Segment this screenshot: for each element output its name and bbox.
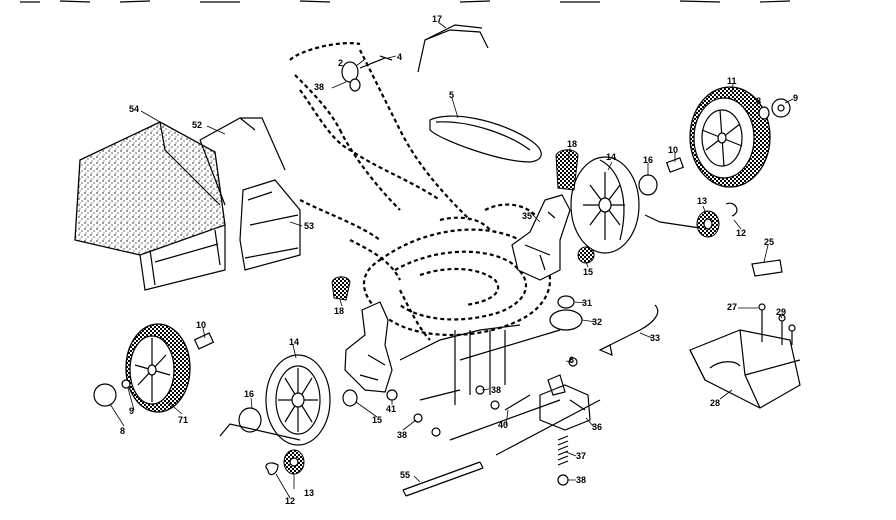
callout-12-left: 12 <box>285 496 295 506</box>
callout-16-right: 16 <box>643 155 653 165</box>
callout-4: 4 <box>397 52 402 62</box>
callout-53: 53 <box>304 221 314 231</box>
washer-set-right <box>758 98 791 120</box>
callout-41: 41 <box>386 404 396 414</box>
axle-parts <box>549 295 659 356</box>
callout-37: 37 <box>576 451 586 461</box>
callout-15-left: 15 <box>372 415 382 425</box>
callout-32: 32 <box>592 317 602 327</box>
callout-18-right: 18 <box>567 139 577 149</box>
callout-29: 29 <box>776 307 786 317</box>
bag-frame <box>199 117 301 271</box>
drive-housing-left <box>331 276 398 401</box>
control-bail <box>341 55 393 92</box>
callout-5: 5 <box>449 90 454 100</box>
rear-wheel-right <box>689 86 771 188</box>
callout-10-left: 10 <box>196 320 206 330</box>
rear-chute-assembly <box>689 259 801 409</box>
callout-28: 28 <box>710 398 720 408</box>
wheel-cover-left <box>238 354 358 446</box>
callout-10-right: 10 <box>668 145 678 155</box>
deck-outline-dashed <box>289 42 552 341</box>
callout-2: 2 <box>338 58 343 68</box>
callout-55: 55 <box>400 470 410 480</box>
callout-6-top: 6 <box>569 355 574 365</box>
callout-38-left: 38 <box>397 430 407 440</box>
transmission-assembly <box>495 357 601 486</box>
callout-52: 52 <box>192 120 202 130</box>
callout-16-left: 16 <box>244 389 254 399</box>
callout-12-right: 12 <box>736 228 746 238</box>
drive-housing <box>511 149 595 281</box>
grass-catcher-bag <box>74 121 226 291</box>
wheel-cover-right <box>570 156 640 254</box>
callout-38-top: 38 <box>314 82 324 92</box>
callout-54: 54 <box>129 104 139 114</box>
callout-13-right: 13 <box>697 196 707 206</box>
callout-18-left: 18 <box>334 306 344 316</box>
callout-labels: 54 52 53 2 4 38 17 5 18 14 16 10 11 8 9 … <box>120 14 798 506</box>
callout-14-left: 14 <box>289 337 299 347</box>
shafts <box>402 394 531 497</box>
rear-wheel-left <box>93 323 215 413</box>
callout-8-right: 8 <box>756 96 761 106</box>
callout-9-left: 9 <box>129 406 134 416</box>
callout-36: 36 <box>592 422 602 432</box>
callout-9-right: 9 <box>793 93 798 103</box>
callout-35: 35 <box>522 211 532 221</box>
callout-11: 11 <box>727 76 737 86</box>
drive-gear-left <box>219 423 305 476</box>
callout-31: 31 <box>582 298 592 308</box>
top-edge-marks <box>20 0 791 3</box>
callout-15-right: 15 <box>583 267 593 277</box>
callout-13-left: 13 <box>304 488 314 498</box>
callout-17: 17 <box>432 14 442 24</box>
small-fasteners <box>413 385 500 437</box>
linkage-lines <box>399 324 561 441</box>
callout-71: 71 <box>178 415 188 425</box>
callout-38-bottom: 38 <box>576 475 586 485</box>
leader-lines <box>109 21 794 499</box>
callout-38-mid: 38 <box>491 385 501 395</box>
handle-parts <box>417 24 542 163</box>
callout-40: 40 <box>498 420 508 430</box>
callout-14-right: 14 <box>606 152 616 162</box>
callout-8-left: 8 <box>120 426 125 436</box>
callout-33: 33 <box>650 333 660 343</box>
callout-25: 25 <box>764 237 774 247</box>
callout-27: 27 <box>727 302 737 312</box>
